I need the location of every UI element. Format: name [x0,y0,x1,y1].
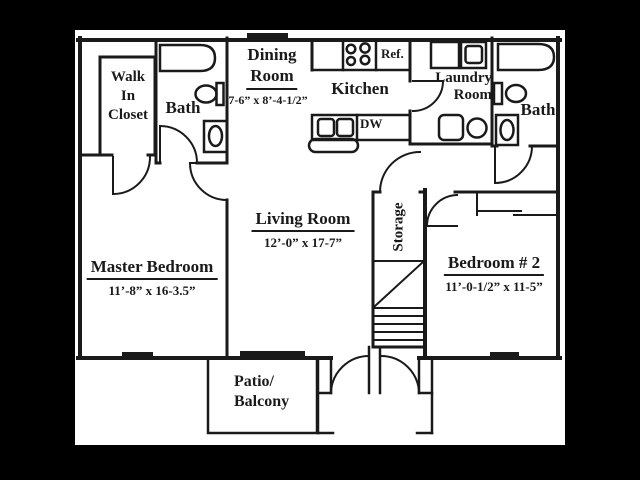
master-bedroom-dims: 11’-8” x 16-3.5” [108,283,196,299]
laundry-room-line2: Room [453,87,492,104]
patio-line1: Patio/ [234,373,274,390]
bathtub-icon [496,42,556,72]
patio-entry-walls [206,345,434,435]
patio-line2: Balcony [234,393,290,410]
dishwasher-label: DW [360,116,383,131]
patio-balcony-label: Patio/ Balcony [234,372,289,412]
windows [122,33,519,359]
master-bedroom-label: Master Bedroom 11’-8” x 16-3.5” [86,256,218,300]
living-room-label: Living Room 12’-0” x 17-7” [251,208,355,252]
exterior-walls [76,36,562,360]
toilet-icon [194,81,225,107]
washer-dryer-icon [429,40,488,70]
walk-in-closet-line1: Walk [110,69,146,85]
bath-right-label: Bath [520,100,556,119]
dining-room-dims: 7-6” x 8’-4-1/2” [228,93,308,107]
dining-room-line1: Dining [247,45,297,64]
door-swings [111,79,534,395]
living-room-dims: 12’-0” x 17-7” [264,235,342,251]
bedroom2-closet-doors [476,191,559,216]
sink-icon [202,119,229,154]
bathtub-icon [158,43,217,73]
dining-room-label: Dining Room [246,44,298,90]
bedroom-2-label: Bedroom # 2 11’-0-1/2” x 11-5” [443,252,545,296]
living-room-name: Living Room [251,208,355,233]
toilet-icon [492,81,528,106]
stove-icon [310,38,412,72]
kitchen-label: Kitchen [331,79,389,98]
walk-in-closet-line2: In [120,87,136,104]
bedroom-2-name: Bedroom # 2 [443,252,545,277]
interior-walls [78,36,560,360]
kitchen-sink-icon [307,113,412,154]
laundry-room-label: Laundry Room [435,70,492,105]
refrigerator-label: Ref. [381,46,404,61]
stairs-icon [373,260,425,341]
bedroom-2-dims: 11’-0-1/2” x 11-5” [445,279,543,295]
walk-in-closet-line3: Closet [108,106,148,123]
laundry-room-line1: Laundry [435,70,492,86]
storage-label: Storage [390,202,407,252]
walk-in-closet-label: Walk In Closet [108,68,148,124]
bath-left-label: Bath [165,98,201,117]
master-bedroom-name: Master Bedroom [86,256,218,281]
sink-icon [494,113,520,147]
laundry-sink-icon [437,113,488,142]
dining-room-line2: Room [246,65,298,90]
